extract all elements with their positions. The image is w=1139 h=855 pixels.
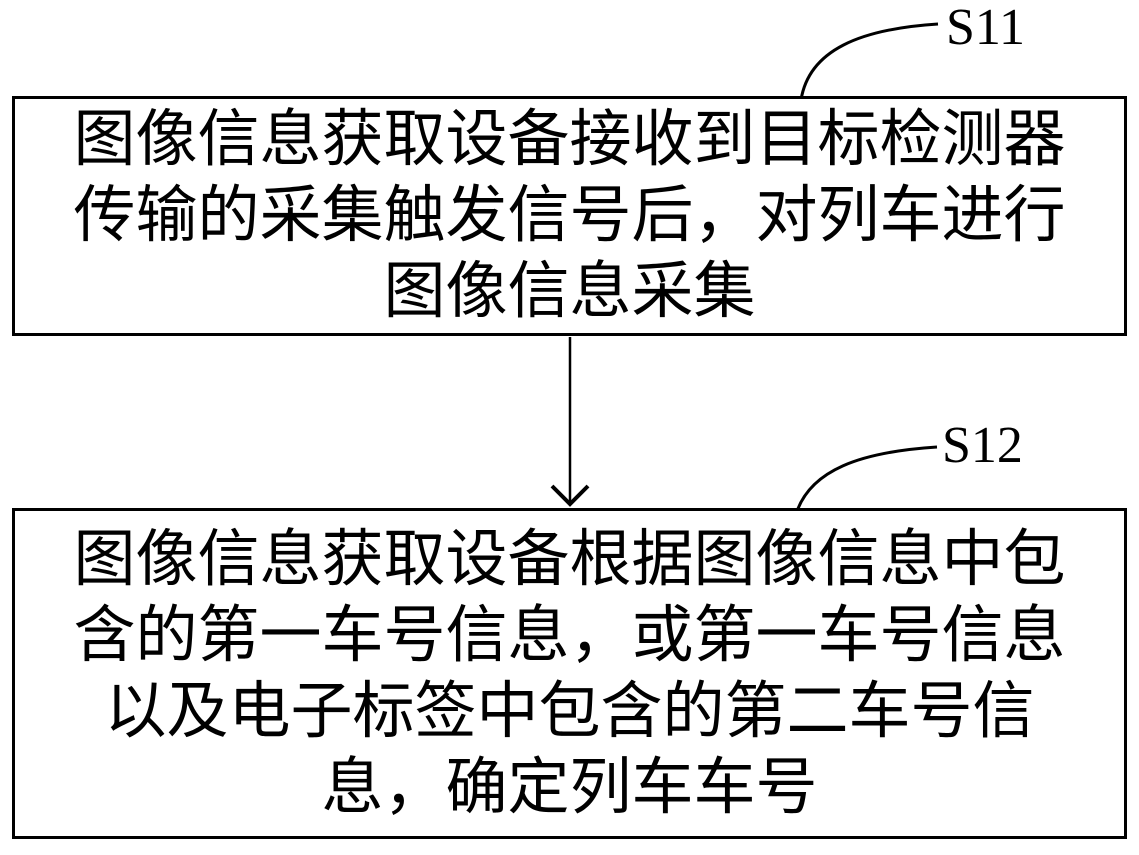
box-text-line: 息，确定列车车号 — [321, 753, 818, 822]
step-label-s12: S12 — [942, 417, 1023, 474]
box-text-line: 图像信息获取设备接收到目标检测器 — [73, 106, 1066, 174]
process-box-s12: 图像信息获取设备根据图像信息中包 含的第一车号信息，或第一车号信息 以及电子标签… — [12, 508, 1127, 839]
box-text-line: 传输的采集触发信号后，对列车进行 — [73, 182, 1066, 250]
box-text-line: 以及电子标签中包含的第二车号信 — [104, 677, 1035, 746]
box-text-line: 图像信息采集 — [383, 258, 756, 326]
flow-arrow-head — [550, 484, 590, 507]
process-box-s11: 图像信息获取设备接收到目标检测器 传输的采集触发信号后，对列车进行 图像信息采集 — [12, 96, 1127, 336]
step-label-s11: S11 — [946, 0, 1025, 56]
s11-leader-line — [799, 22, 939, 101]
box-text-line: 含的第一车号信息，或第一车号信息 — [73, 601, 1066, 670]
box-text-line: 图像信息获取设备根据图像信息中包 — [73, 525, 1066, 594]
s12-leader-line — [794, 445, 938, 515]
